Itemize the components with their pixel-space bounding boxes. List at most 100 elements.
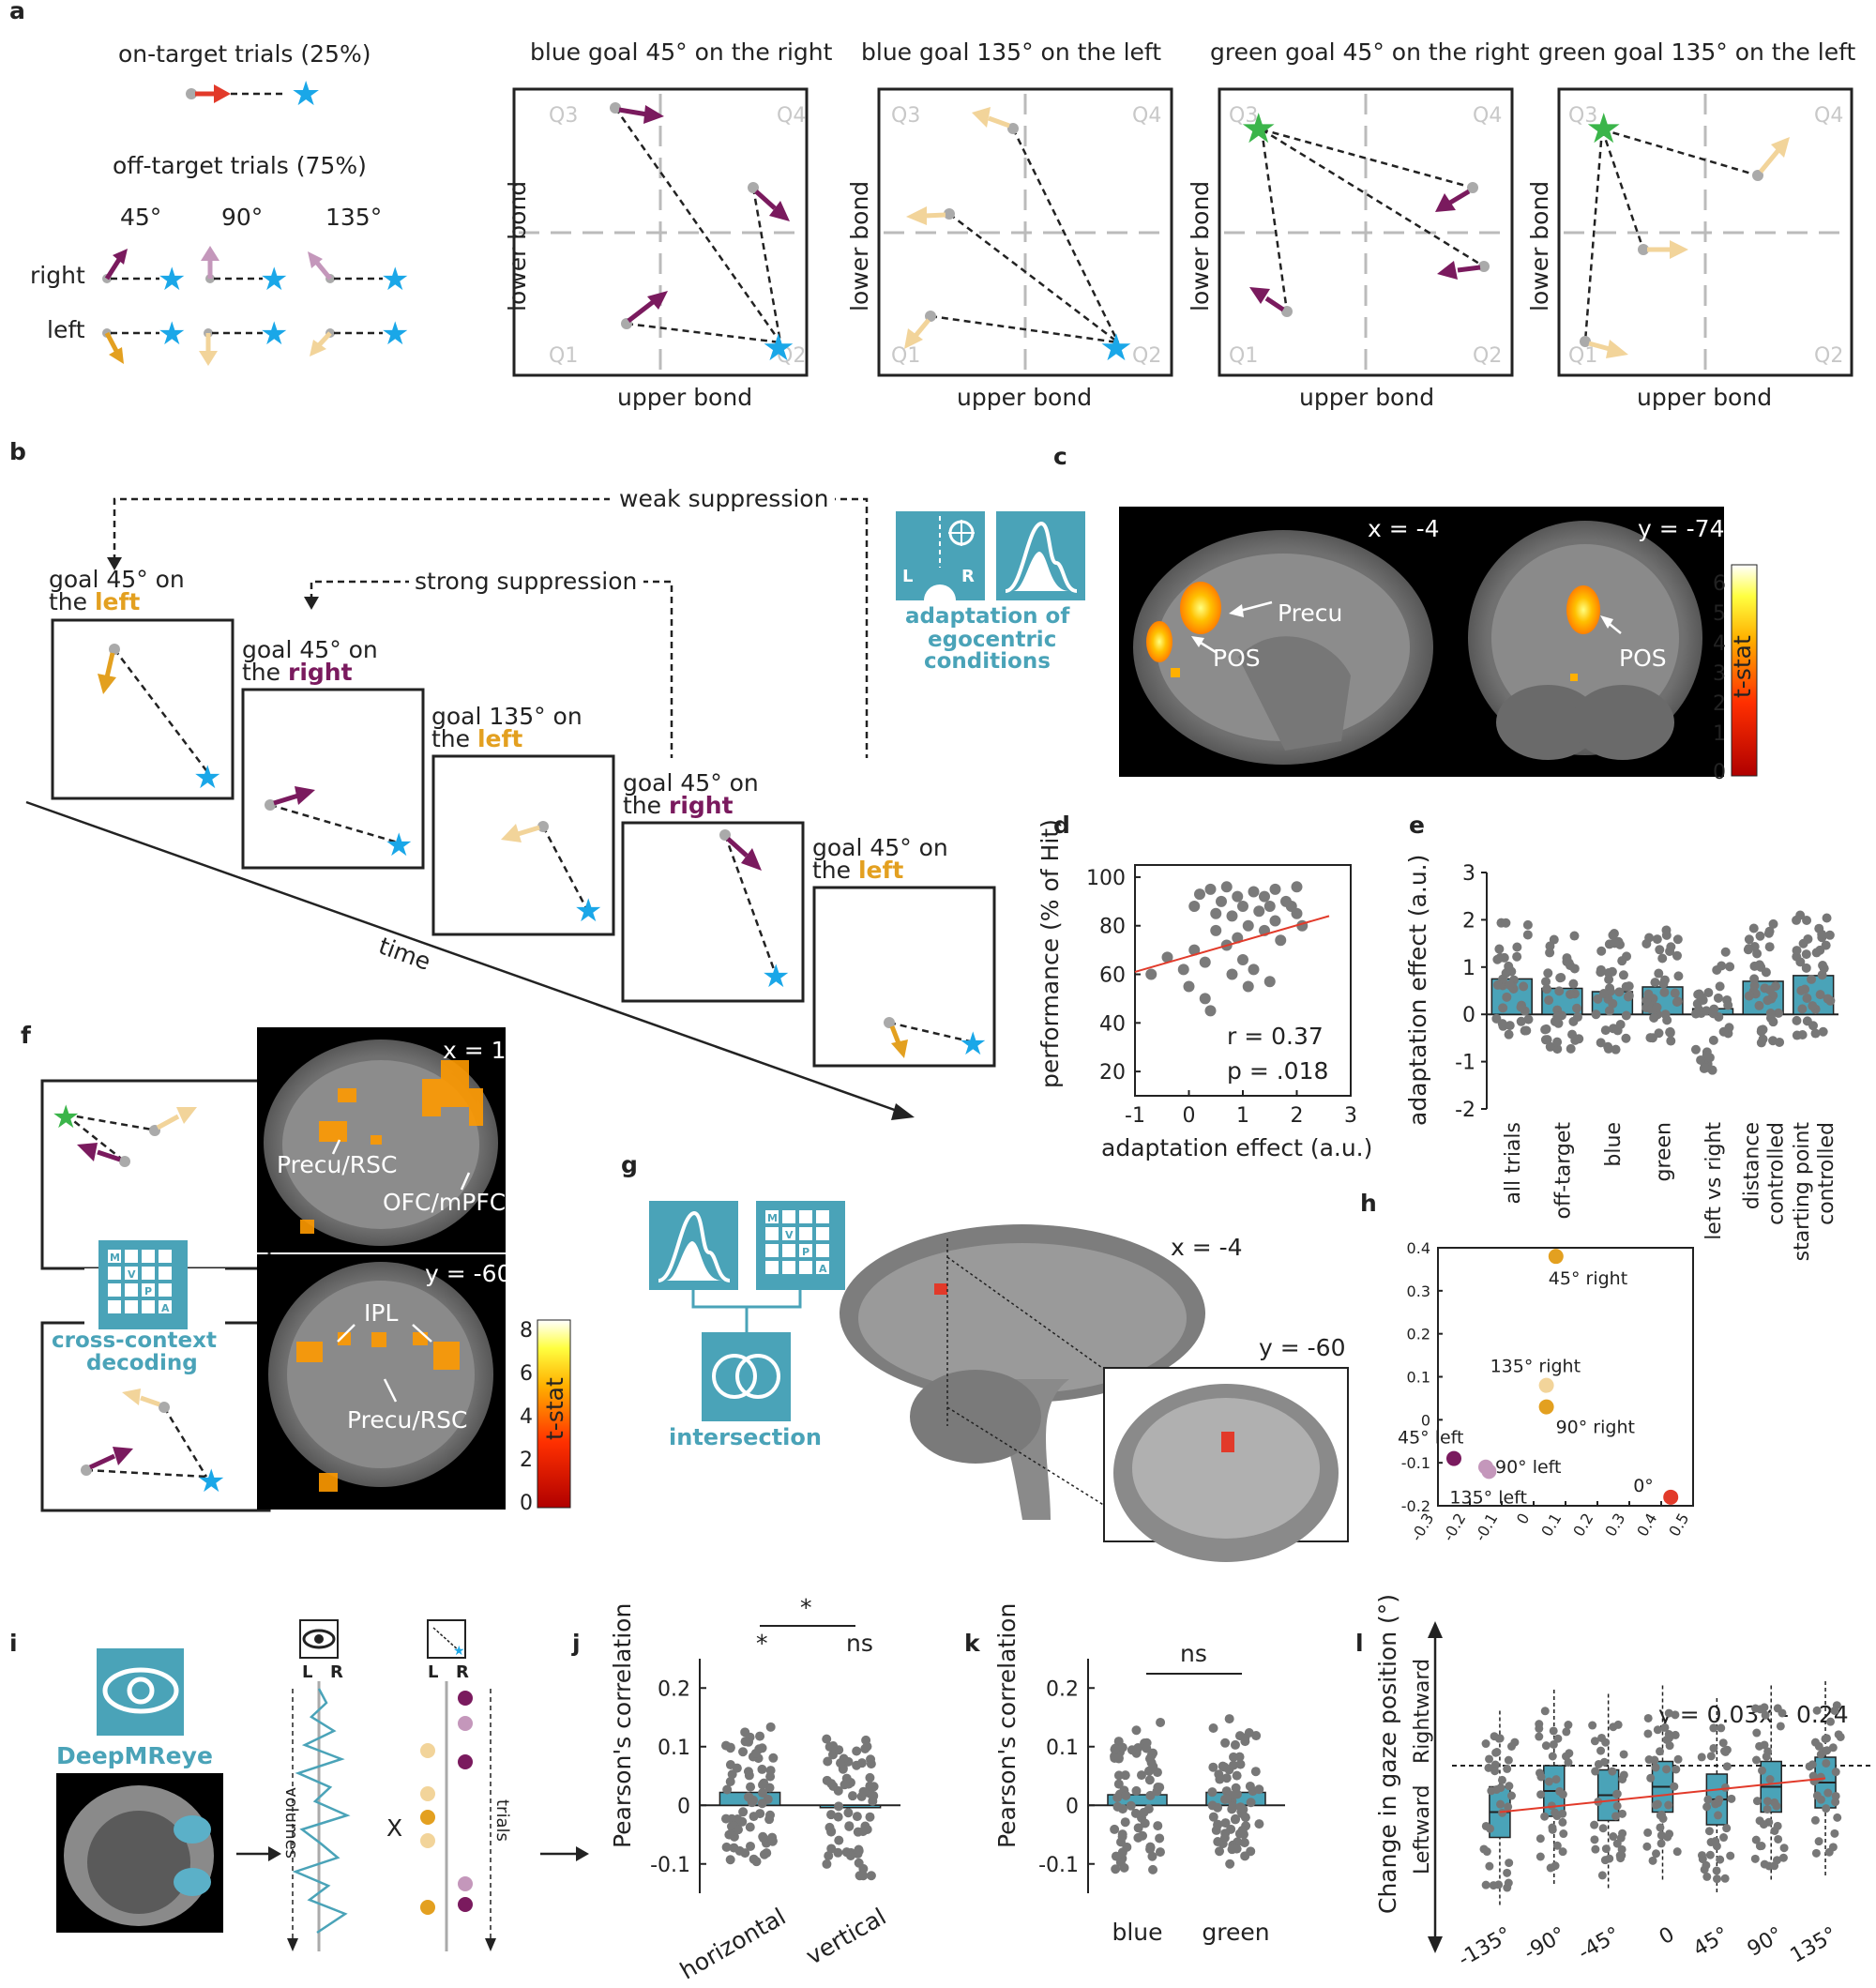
svg-text:0: 0 — [1713, 761, 1726, 784]
subject-point — [747, 1798, 757, 1808]
data-point — [1188, 901, 1201, 913]
subject-point — [1250, 1767, 1261, 1777]
subject-point — [852, 1746, 862, 1756]
subject-point — [1752, 1797, 1762, 1806]
subject-point — [1752, 1728, 1762, 1738]
subject-point — [1825, 1717, 1835, 1726]
subject-point — [1549, 1739, 1558, 1749]
subject-point — [1672, 934, 1683, 945]
colorbar-f-ticks: 8 6 4 2 0 — [520, 1319, 533, 1515]
point-label: 45° right — [1549, 1268, 1627, 1289]
subject-point — [1498, 1003, 1508, 1013]
subject-point — [758, 1788, 768, 1798]
subject-point — [1552, 1037, 1563, 1047]
y-tick-label: 0.2 — [1046, 1677, 1079, 1701]
x-tick-label: -1 — [1125, 1104, 1145, 1128]
y-tick-label: 80 — [1099, 916, 1126, 939]
subject-point — [1559, 1829, 1568, 1839]
subject-point — [1828, 1843, 1838, 1852]
svg-text:Q1: Q1 — [1229, 344, 1258, 368]
subject-point — [1673, 971, 1684, 981]
fit-line — [1499, 1777, 1826, 1813]
category-label: blue — [1602, 1122, 1626, 1167]
svg-text:M: M — [767, 1212, 778, 1224]
subject-point — [1155, 1833, 1165, 1844]
subject-point — [1536, 1772, 1546, 1782]
subject-point — [1646, 1773, 1656, 1783]
subject-point — [1245, 1781, 1255, 1791]
map-ylabel: lower bond — [1187, 181, 1214, 311]
subject-point — [1808, 1001, 1818, 1011]
subject-point — [1546, 1863, 1555, 1873]
map-title: blue goal 45° on the right — [530, 38, 833, 66]
svg-text:goal 135° on: goal 135° on — [431, 703, 582, 730]
subject-point — [1504, 1878, 1513, 1888]
category-label: 90° — [1744, 1923, 1787, 1962]
subject-point — [1802, 916, 1812, 926]
subject-point — [1600, 1025, 1611, 1036]
subject-point — [1126, 1800, 1136, 1811]
category-label: off-target — [1551, 1122, 1575, 1220]
category-label: blue — [1112, 1919, 1162, 1946]
subject-point — [1215, 1846, 1225, 1857]
subject-point — [1822, 913, 1832, 923]
map-ylabel: lower bond — [1526, 181, 1553, 311]
subject-point — [1484, 1763, 1493, 1772]
svg-text:A: A — [161, 1302, 170, 1314]
subject-point — [1545, 948, 1555, 958]
subject-point — [1643, 1729, 1653, 1738]
subject-point — [755, 1809, 765, 1819]
subject-point — [1232, 1770, 1242, 1781]
subject-point — [1570, 1035, 1581, 1045]
subject-point — [1755, 1816, 1764, 1826]
subject-point — [1254, 1819, 1264, 1829]
subject-point — [1558, 1847, 1567, 1857]
subject-point — [738, 1807, 749, 1817]
subject-point — [1558, 1809, 1567, 1818]
category-label: distance — [1741, 1122, 1764, 1209]
adaptation-icon: L R — [896, 511, 1085, 600]
subject-point — [720, 1813, 731, 1824]
subject-point — [822, 1734, 832, 1744]
subject-point — [1228, 1801, 1238, 1812]
subject-point — [1755, 931, 1765, 941]
subject-point — [1562, 957, 1572, 967]
deepmreye-title: DeepMReye — [56, 1742, 213, 1769]
subject-point — [1492, 979, 1503, 990]
x-tick-label: 2 — [1291, 1104, 1304, 1128]
times-symbol: X — [386, 1814, 402, 1842]
y-tick-label: 0 — [1462, 1004, 1475, 1027]
subject-point — [1569, 931, 1580, 941]
subject-point — [858, 1827, 869, 1837]
map-xlabel: upper bond — [1299, 384, 1434, 411]
subject-point — [1744, 934, 1754, 945]
svg-text:the right: the right — [242, 659, 353, 686]
y-tick-label: 2 — [1462, 909, 1475, 933]
subject-point — [1611, 1812, 1621, 1821]
row-label-right: right — [30, 262, 85, 289]
subject-point — [768, 1753, 779, 1763]
subject-point — [1481, 1821, 1490, 1830]
svg-text:goal 45° on: goal 45° on — [812, 834, 948, 861]
panel-letter-b: b — [9, 438, 26, 465]
subject-point — [1617, 956, 1627, 966]
subject-point — [1715, 981, 1725, 992]
subject-point — [1536, 1790, 1546, 1799]
trial-4: goal 45° on the right ★ — [621, 769, 805, 1003]
subject-point — [1651, 1763, 1660, 1772]
subject-point — [1751, 1835, 1761, 1844]
category-label: 45° — [1689, 1923, 1732, 1962]
subject-point — [1596, 1038, 1606, 1048]
r-text: r = 0.37 — [1227, 1023, 1324, 1050]
subject-point — [1211, 1825, 1221, 1835]
subject-point — [1516, 1002, 1526, 1012]
subject-point — [1207, 1800, 1218, 1811]
svg-text:R: R — [961, 567, 975, 586]
data-point — [1210, 924, 1222, 936]
map-xlabel: upper bond — [1637, 384, 1772, 411]
subject-point — [1542, 1035, 1552, 1045]
subject-point — [1551, 1775, 1561, 1784]
subject-point — [1596, 964, 1606, 975]
